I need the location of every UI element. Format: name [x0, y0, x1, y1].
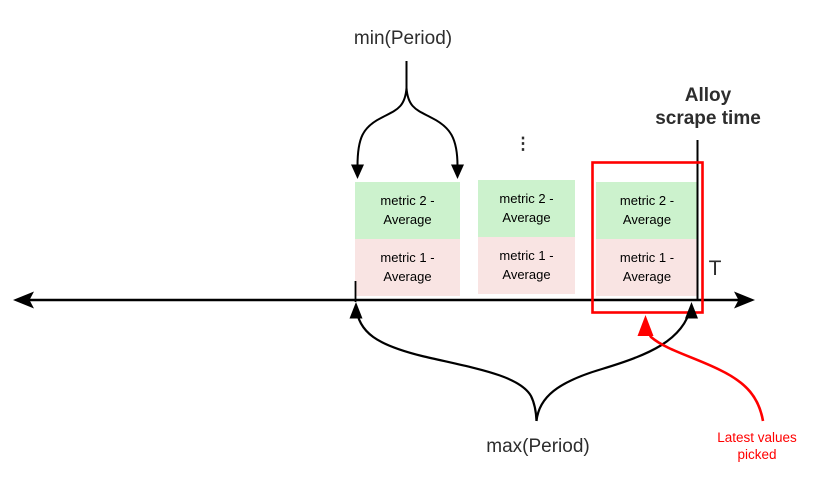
alloy-scrape-time-label: Alloy scrape time [655, 85, 761, 129]
metric-box-group-2: metric 2 - Average metric 1 - Average [478, 180, 575, 294]
min-period-left-arrowhead [351, 164, 364, 179]
metric2-average-cell: metric 2 - Average [596, 182, 698, 239]
latest-values-arrowhead [637, 315, 654, 336]
t-axis-label: T [708, 257, 722, 280]
continuation-ellipsis: ⋮ [514, 134, 532, 153]
latest-values-picked-label: Latest values picked [717, 430, 797, 462]
metric1-average-cell: metric 1 - Average [355, 239, 460, 296]
min-period-brace [351, 61, 464, 179]
min-period-right-arrowhead [451, 164, 464, 179]
metric2-average-cell: metric 2 - Average [478, 180, 575, 237]
max-period-left-arrowhead [349, 302, 363, 319]
metric1-average-cell: metric 1 - Average [596, 239, 698, 296]
min-period-label: min(Period) [353, 28, 453, 49]
metric1-average-cell: metric 1 - Average [478, 237, 575, 294]
metric-box-group-1: metric 2 - Average metric 1 - Average [355, 182, 460, 296]
axis-left-arrowhead [13, 291, 34, 309]
max-period-label: max(Period) [486, 436, 590, 457]
metric2-average-cell: metric 2 - Average [355, 182, 460, 239]
max-period-brace [349, 281, 698, 422]
axis-right-arrowhead [734, 291, 755, 309]
max-period-right-arrowhead [685, 302, 698, 319]
metric-box-group-3: metric 2 - Average metric 1 - Average [596, 182, 698, 296]
latest-values-arrow [637, 315, 765, 422]
